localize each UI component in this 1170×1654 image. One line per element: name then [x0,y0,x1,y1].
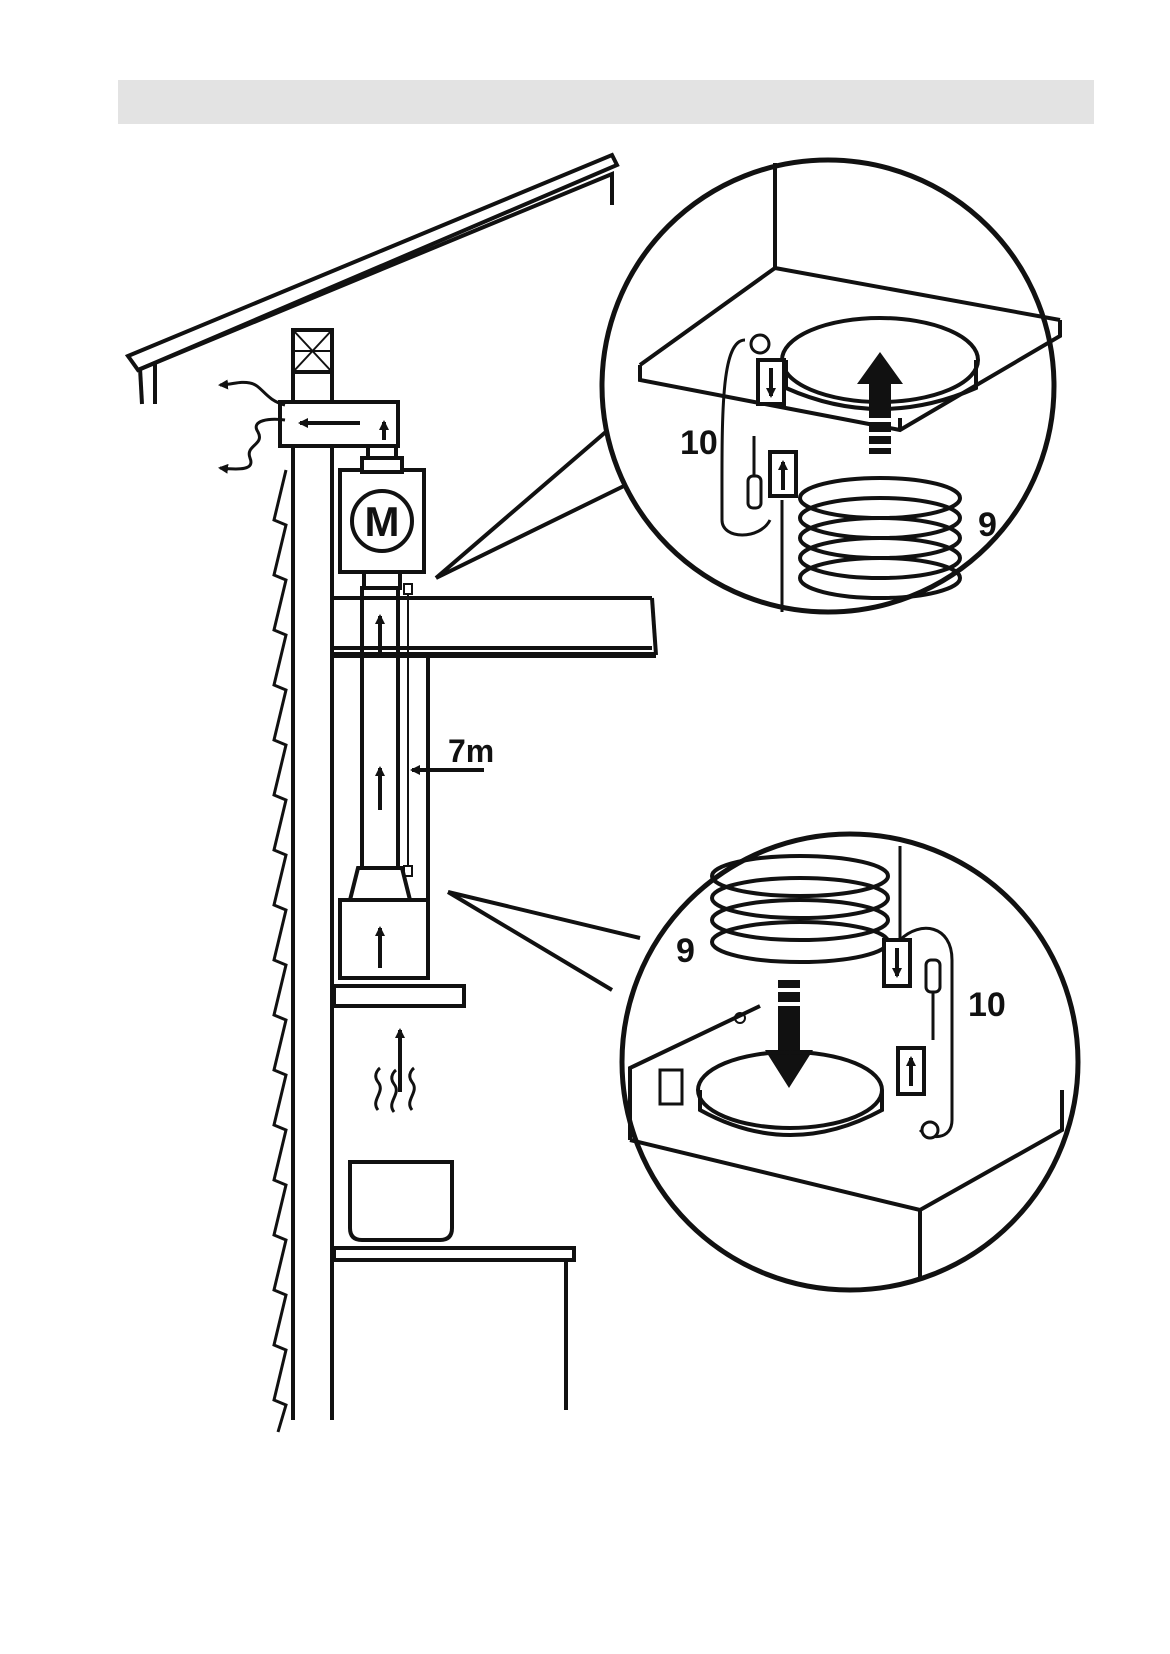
top-detail-view: 10 9 [599,157,1062,615]
cooking-pot [348,1028,454,1242]
callout-lines [434,428,641,992]
header-band [118,80,1094,124]
wall-outlet-duct [278,400,400,462]
length-label: 7m [448,733,494,769]
roof [124,152,620,405]
top-collar-label: 9 [978,506,997,544]
motor-unit: M [338,456,426,590]
length-callout: 7m [410,733,494,775]
top-clip-label: 10 [680,424,718,462]
truss [291,328,334,374]
outer-wall [272,330,334,1433]
bottom-collar-label: 9 [676,932,695,970]
ceiling-slab [334,596,658,658]
cooker-hood [332,866,466,1008]
kitchen-counter [332,1246,576,1410]
motor-label: M [365,498,400,545]
bottom-detail-view: 9 10 [619,831,1081,1293]
bottom-clip-label: 10 [968,986,1006,1024]
exhaust-arrows [218,379,286,474]
